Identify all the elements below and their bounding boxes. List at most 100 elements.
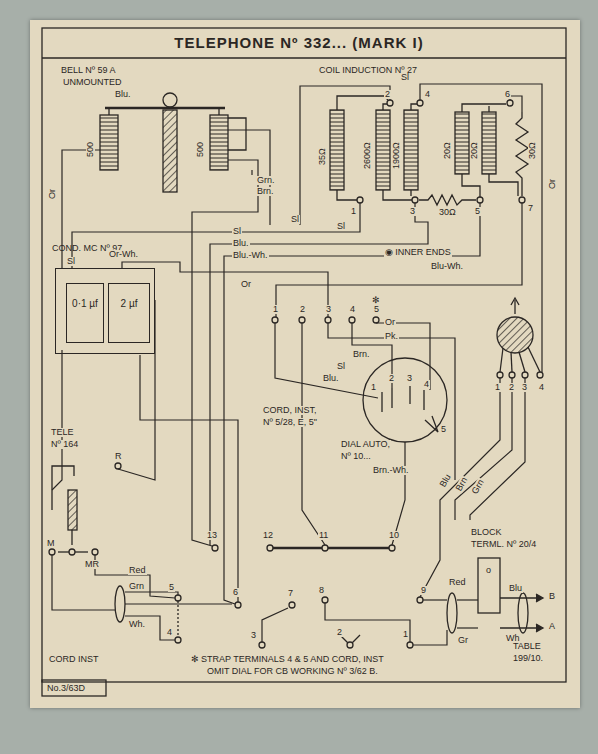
terminal-number: 5 — [474, 207, 481, 216]
wire — [413, 630, 447, 645]
annotation: Nº 164 — [50, 440, 79, 449]
annotation: o — [485, 566, 492, 575]
annotation: Brn.-Wh. — [372, 466, 410, 475]
wire — [325, 603, 410, 642]
terminal-number: 3 — [409, 207, 416, 216]
annotation: R — [114, 452, 123, 461]
terminal-number: 3 — [521, 383, 528, 392]
terminal-number: 7 — [527, 204, 534, 213]
annotation: B — [548, 592, 556, 601]
capacitor-value: 0·1 µf — [67, 284, 103, 310]
transmitter-symbol — [497, 298, 543, 378]
annotation: CORD INST — [48, 655, 100, 664]
terminal-number: 13 — [206, 531, 218, 540]
wire — [423, 599, 447, 600]
wire — [302, 323, 325, 545]
number-box — [42, 680, 106, 696]
wire — [457, 627, 478, 628]
annotation: Wh. — [128, 620, 146, 629]
switch-hook-symbol — [49, 463, 121, 555]
annotation: Blu. — [322, 374, 340, 383]
terminal-number: 500 — [86, 141, 95, 158]
annotation: Grn. — [256, 176, 276, 185]
annotation: Blu.-Wh. — [232, 251, 269, 260]
annotation: Red — [448, 578, 467, 587]
terminal-number: 3 — [406, 374, 413, 383]
annotation: ✻ — [371, 296, 381, 305]
terminal-number: 10 — [388, 531, 400, 540]
wire — [457, 599, 478, 600]
annotation: Red — [128, 566, 147, 575]
wire — [455, 378, 512, 520]
annotation: A — [548, 622, 556, 631]
terminal-number: 6 — [504, 90, 511, 99]
wire — [140, 355, 238, 602]
terminal-number: 500 — [196, 141, 205, 158]
terminal-number: 2 — [384, 90, 391, 99]
terminal-number: 1 — [494, 383, 501, 392]
annotation: Or-Wh. — [108, 250, 139, 259]
annotation: Or — [384, 318, 396, 327]
annotation: Blu-Wh. — [430, 262, 464, 271]
annotation: Blu. — [232, 239, 250, 248]
terminal-number: 2 — [388, 374, 395, 383]
wire — [251, 170, 252, 175]
terminal-number: 2 — [299, 305, 306, 314]
terminal-strip — [272, 317, 379, 323]
terminal-number: 5 — [373, 305, 380, 314]
annotation: Or — [240, 280, 252, 289]
wire — [72, 203, 360, 268]
annotation: Or — [48, 188, 57, 200]
annotation: Nº 5/28, E, 5" — [262, 418, 318, 427]
annotation: UNMOUNTED — [62, 78, 123, 87]
wire — [420, 84, 542, 372]
annotation: M — [46, 539, 56, 548]
terminal-number: 1 — [272, 305, 279, 314]
annotation: Brn. — [352, 350, 371, 359]
annotation: BLOCK — [470, 528, 503, 537]
capacitor-value: 2 µf — [109, 284, 149, 310]
annotation: 1900Ω — [392, 141, 401, 170]
terminal-number: 5 — [440, 425, 447, 434]
annotation: No.3/63D — [46, 684, 86, 693]
terminal-number: 11 — [318, 531, 329, 540]
annotation: Sl — [66, 257, 76, 266]
terminal-number: 4 — [423, 380, 430, 389]
induction-coil-symbol — [330, 96, 528, 205]
annotation: Blu. — [114, 90, 132, 99]
terminal-number: 9 — [420, 586, 427, 595]
capacitor-box: 0·1 µf — [66, 283, 104, 343]
annotation: OMIT DIAL FOR CB WORKING Nº 3/62 B. — [206, 667, 379, 676]
annotation: MR — [84, 560, 100, 569]
annotation: Sl — [232, 227, 242, 236]
terminal-number: 12 — [262, 531, 274, 540]
fixed-drawing — [42, 28, 566, 696]
condenser-box: COND. MC Nº 970·1 µf2 µf — [55, 268, 155, 354]
terminal-number: 1 — [350, 207, 357, 216]
annotation: 20Ω — [470, 141, 479, 160]
annotation: 199/10. — [512, 654, 544, 663]
terminal-number: 4 — [538, 383, 545, 392]
wire — [52, 350, 62, 490]
annotation: TABLE — [512, 642, 542, 651]
terminal-number: 1 — [370, 383, 377, 392]
terminal-number: 4 — [166, 628, 173, 637]
wire — [420, 378, 500, 597]
annotation: Nº 10... — [340, 452, 372, 461]
wire — [328, 323, 455, 480]
terminal-number: 6 — [232, 588, 239, 597]
terminal-number: 1 — [402, 630, 409, 639]
wire — [122, 262, 328, 317]
wire — [125, 603, 232, 604]
annotation: Sl — [336, 222, 346, 231]
annotation: 2600Ω — [363, 141, 372, 170]
annotation: Blu — [508, 584, 523, 593]
annotation: 35Ω — [318, 147, 327, 166]
annotation: Pk. — [384, 332, 399, 341]
wire — [300, 86, 390, 225]
terminal-number: 3 — [250, 631, 257, 640]
annotation: Or — [548, 178, 557, 190]
annotation: Sl — [336, 362, 346, 371]
annotation: DIAL AUTO, — [340, 440, 391, 449]
wire — [125, 616, 175, 640]
